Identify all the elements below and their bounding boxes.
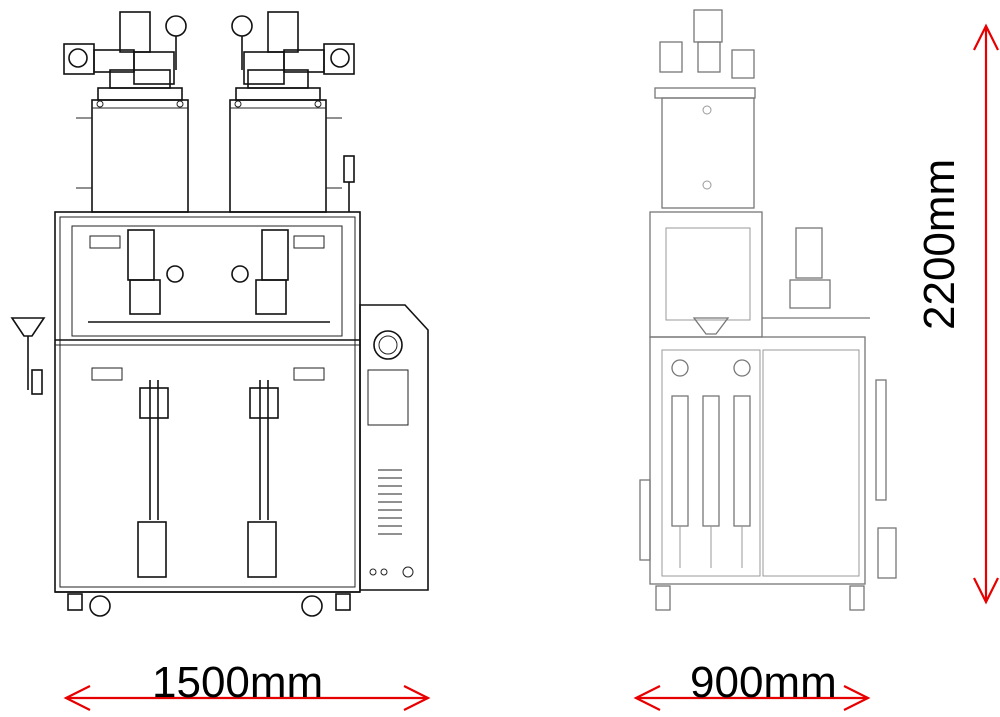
height-label: 2200mm — [915, 158, 964, 330]
width-side-label: 900mm — [690, 658, 837, 707]
front-cabinet-frame — [54, 211, 361, 593]
right-tank — [229, 11, 355, 213]
width-front-label: 1500mm — [152, 658, 324, 707]
side-lower-frame — [649, 336, 866, 585]
width-front-arrow — [63, 685, 431, 711]
front-view-machine — [10, 11, 429, 617]
side-view-machine — [639, 9, 897, 611]
flow-tubes — [671, 359, 751, 568]
control-box — [343, 155, 429, 591]
left-tank — [63, 11, 189, 213]
height-arrow — [973, 23, 999, 605]
width-side-arrow — [633, 685, 871, 711]
